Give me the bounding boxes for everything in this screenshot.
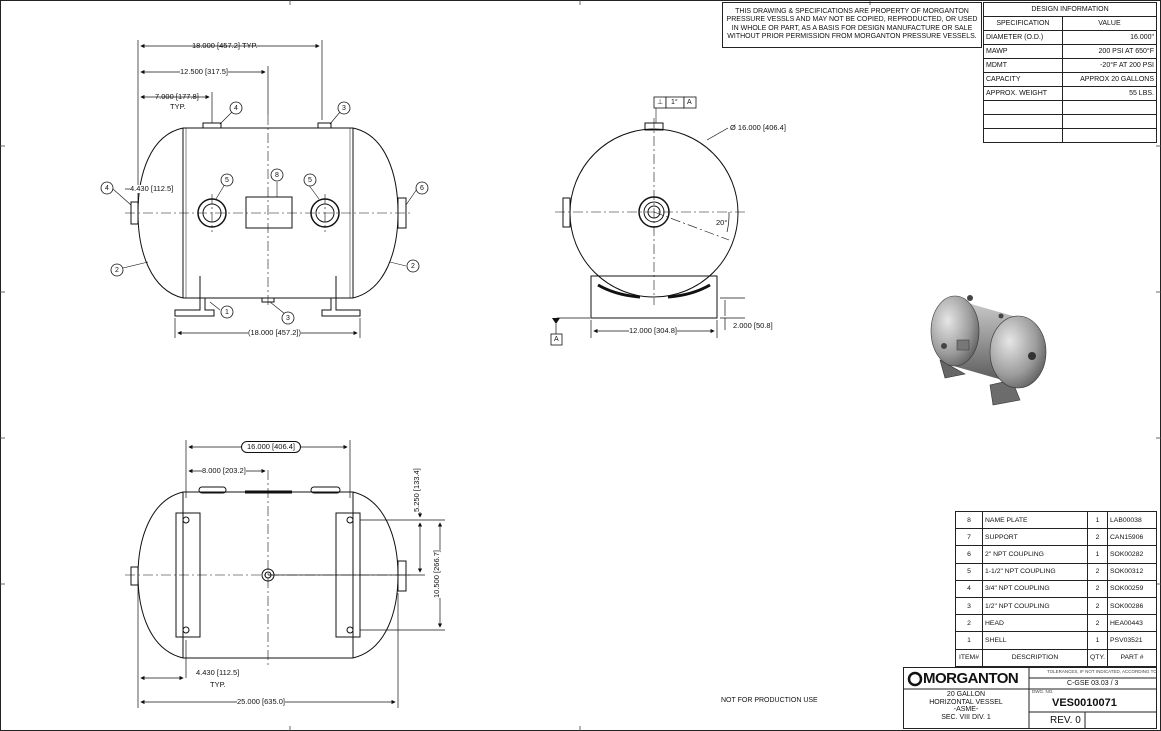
- ownership-notice: THIS DRAWING & SPECIFICATIONS ARE PROPER…: [722, 2, 982, 48]
- spec-cell: [983, 100, 1063, 115]
- value-cell: -20°F AT 200 PSI: [1061, 58, 1158, 73]
- dim-vert-short: 5.250 [133.4]: [412, 468, 421, 512]
- spec-cell: DIAMETER (O.D.): [983, 30, 1063, 45]
- spec-cell: [983, 128, 1063, 143]
- dim-mid-front: 12.500 [317.5]: [180, 67, 228, 76]
- dim-top-overall: 25.000 [635.0]: [237, 697, 285, 706]
- gdt-symbol: ⊥: [657, 99, 664, 106]
- balloon-label: 4: [234, 105, 238, 112]
- spec-cell: CAPACITY: [983, 72, 1063, 87]
- design-info-title: DESIGN INFORMATION: [983, 2, 1157, 17]
- dim-diameter: Ø 16.000 [406.4]: [730, 123, 786, 132]
- dim-overall-front: 18.000 [457.2] TYP.: [192, 41, 258, 50]
- balloon-label: 3: [286, 315, 290, 322]
- revision: REV. 0: [1050, 715, 1081, 726]
- dim-base-height: 2.000 [50.8]: [733, 321, 773, 330]
- col-value-header: VALUE: [1061, 16, 1158, 31]
- notice-line: IN WHOLE OR PART, AS A BASIS FOR DESIGN …: [731, 24, 973, 32]
- value-cell: 16.000": [1061, 30, 1158, 45]
- balloon-label: 2: [115, 267, 119, 274]
- value-cell: [1061, 128, 1158, 143]
- tolerance-note: TOLERANCES, IF NOT INDICATED, ACCORDING …: [1047, 669, 1157, 674]
- dim-side-front: 4.430 [112.5]: [130, 184, 174, 193]
- balloon-label: 1: [225, 309, 229, 316]
- spec-cell: MAWP: [983, 44, 1063, 59]
- value-cell: [1061, 114, 1158, 129]
- spec-cell: APPROX. WEIGHT: [983, 86, 1063, 101]
- notice-line: WITHOUT PRIOR PERMISSION FROM MORGANTON …: [727, 32, 977, 40]
- company-logo: MORGANTON: [923, 670, 1019, 687]
- notice-line: THIS DRAWING & SPECIFICATIONS ARE PROPER…: [735, 8, 969, 15]
- balloon-label: 6: [420, 185, 424, 192]
- balloon-label: 8: [275, 172, 279, 179]
- value-cell: [1061, 100, 1158, 115]
- balloon-label: 3: [342, 105, 346, 112]
- drawing-number: VES0010071: [1052, 697, 1117, 709]
- col-spec-header: SPECIFICATION: [983, 16, 1063, 31]
- dim-angle: 20°: [716, 218, 728, 227]
- not-for-production-note: NOT FOR PRODUCTION USE: [721, 697, 818, 704]
- gdt-tolerance: 1°: [671, 99, 678, 106]
- dim-top-left-suffix: TYP.: [210, 680, 226, 689]
- datum-label: A: [554, 336, 559, 343]
- title-block: [903, 667, 1157, 729]
- spec-cell: MDMT: [983, 58, 1063, 73]
- dwg-no-label: DWG. NO.: [1032, 689, 1054, 694]
- tolerance-standard: C-GSE 03.03 / 3: [1067, 680, 1119, 687]
- gdt-datum: A: [687, 99, 692, 106]
- balloon-label: 4: [105, 185, 109, 192]
- spec-cell: [983, 114, 1063, 129]
- dim-base-width: 12.000 [304.8]: [629, 326, 677, 335]
- dim-vert-long: 10.500 [266.7]: [432, 550, 441, 598]
- dim-top-width: 16.000 [406.4]: [241, 441, 301, 453]
- dim-top-half: 8.000 [203.2]: [202, 466, 246, 475]
- balloon-label: 5: [308, 177, 312, 184]
- notice-line: PRESSURE VESSLS AND MAY NOT BE COPIED, R…: [726, 16, 978, 24]
- balloon-label: 2: [411, 263, 415, 270]
- dim-left-front: 7.000 [177.8]: [155, 92, 199, 101]
- value-cell: 55 LBS.: [1061, 86, 1158, 101]
- value-cell: APPROX 20 GALLONS: [1061, 72, 1158, 87]
- drawing-description: 20 GALLON HORIZONTAL VESSEL -ASME- SEC. …: [929, 691, 1003, 721]
- dim-bottom-front: (18.000 [457.2]): [248, 328, 301, 337]
- balloon-label: 5: [225, 177, 229, 184]
- dim-top-left: 4.430 [112.5]: [196, 668, 240, 677]
- dim-left-suffix: TYP.: [170, 102, 186, 111]
- value-cell: 200 PSI AT 650°F: [1061, 44, 1158, 59]
